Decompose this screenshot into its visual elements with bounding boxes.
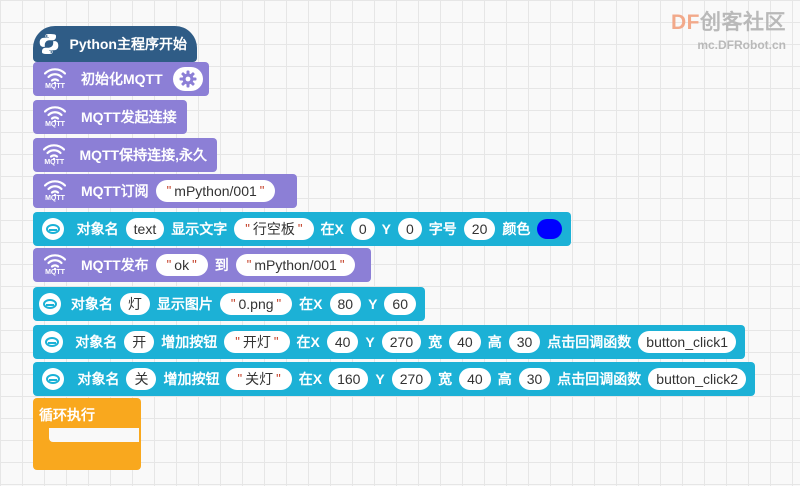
- wifi-icon: MQTT: [37, 62, 73, 96]
- wifi-icon: MQTT: [37, 100, 73, 134]
- block-label: MQTT发起连接: [81, 109, 177, 125]
- mqtt-keep-connected-block[interactable]: MQTT MQTT保持连接,永久: [33, 138, 217, 172]
- display-text-block[interactable]: 对象名 text 显示文字 "行空板" 在X 0 Y 0 字号 20 颜色: [33, 212, 571, 246]
- python-logo-icon: [37, 26, 62, 62]
- font-size-input[interactable]: 20: [463, 218, 496, 240]
- object-name-input[interactable]: 关: [126, 368, 157, 390]
- x-input[interactable]: 160: [329, 368, 369, 390]
- object-name-input[interactable]: text: [125, 218, 165, 240]
- loop-forever-block[interactable]: 循环执行: [33, 398, 141, 470]
- callback-input[interactable]: button_click1: [638, 331, 736, 353]
- add-button-block-2[interactable]: 对象名 关 增加按钮 "关灯" 在X 160 Y 270 宽 40 高 30 点…: [33, 362, 755, 396]
- message-input[interactable]: "ok": [155, 254, 208, 276]
- mqtt-publish-block[interactable]: MQTT MQTT发布 "ok" 到 "mPython/001": [33, 248, 371, 282]
- display-image-block[interactable]: 对象名 灯 显示图片 "0.png" 在X 80 Y 60: [33, 287, 425, 321]
- button-text-input[interactable]: "关灯": [226, 368, 292, 390]
- y-input[interactable]: 270: [391, 368, 432, 390]
- watermark: DF创客社区 mc.DFRobot.cn: [671, 6, 786, 52]
- watermark-url: mc.DFRobot.cn: [697, 38, 786, 52]
- height-input[interactable]: 30: [518, 368, 551, 390]
- block-label: MQTT订阅: [81, 183, 149, 199]
- python-main-start-block[interactable]: Python主程序开始: [33, 26, 197, 62]
- topic-input[interactable]: "mPython/001": [235, 254, 356, 276]
- x-input[interactable]: 0: [350, 218, 375, 240]
- color-picker[interactable]: [537, 219, 562, 239]
- callback-input[interactable]: button_click2: [648, 368, 746, 390]
- block-label: MQTT保持连接,永久: [79, 147, 207, 163]
- text-value-input[interactable]: "行空板": [234, 218, 314, 240]
- gear-icon[interactable]: [172, 67, 203, 91]
- ellipse-object-icon: [37, 287, 63, 321]
- button-text-input[interactable]: "开灯": [224, 331, 290, 353]
- image-file-input[interactable]: "0.png": [219, 293, 293, 315]
- topic-input[interactable]: "mPython/001": [155, 180, 276, 202]
- object-name-input[interactable]: 开: [124, 331, 155, 353]
- ellipse-object-icon: [37, 212, 69, 246]
- block-label: 初始化MQTT: [81, 71, 163, 87]
- block-label: Python主程序开始: [69, 36, 187, 52]
- width-input[interactable]: 40: [449, 331, 481, 353]
- block-label: 循环执行: [39, 407, 95, 423]
- wifi-icon: MQTT: [37, 248, 73, 282]
- loop-body-slot[interactable]: [49, 428, 139, 442]
- height-input[interactable]: 30: [508, 331, 541, 353]
- ellipse-object-icon: [37, 362, 69, 396]
- object-name-input[interactable]: 灯: [119, 293, 150, 315]
- add-button-block-1[interactable]: 对象名 开 增加按钮 "开灯" 在X 40 Y 270 宽 40 高 30 点击…: [33, 325, 745, 359]
- watermark-title: DF创客社区: [671, 11, 786, 34]
- mqtt-init-block[interactable]: MQTT 初始化MQTT: [33, 62, 209, 96]
- wifi-icon: MQTT: [37, 174, 73, 208]
- width-input[interactable]: 40: [459, 368, 491, 390]
- y-input[interactable]: 270: [381, 331, 422, 353]
- x-input[interactable]: 80: [329, 293, 362, 315]
- ellipse-object-icon: [37, 325, 67, 359]
- x-input[interactable]: 40: [326, 331, 359, 353]
- y-input[interactable]: 60: [384, 293, 416, 315]
- y-input[interactable]: 0: [397, 218, 422, 240]
- mqtt-subscribe-block[interactable]: MQTT MQTT订阅 "mPython/001": [33, 174, 297, 208]
- mqtt-connect-block[interactable]: MQTT MQTT发起连接: [33, 100, 187, 134]
- wifi-icon: MQTT: [37, 138, 71, 172]
